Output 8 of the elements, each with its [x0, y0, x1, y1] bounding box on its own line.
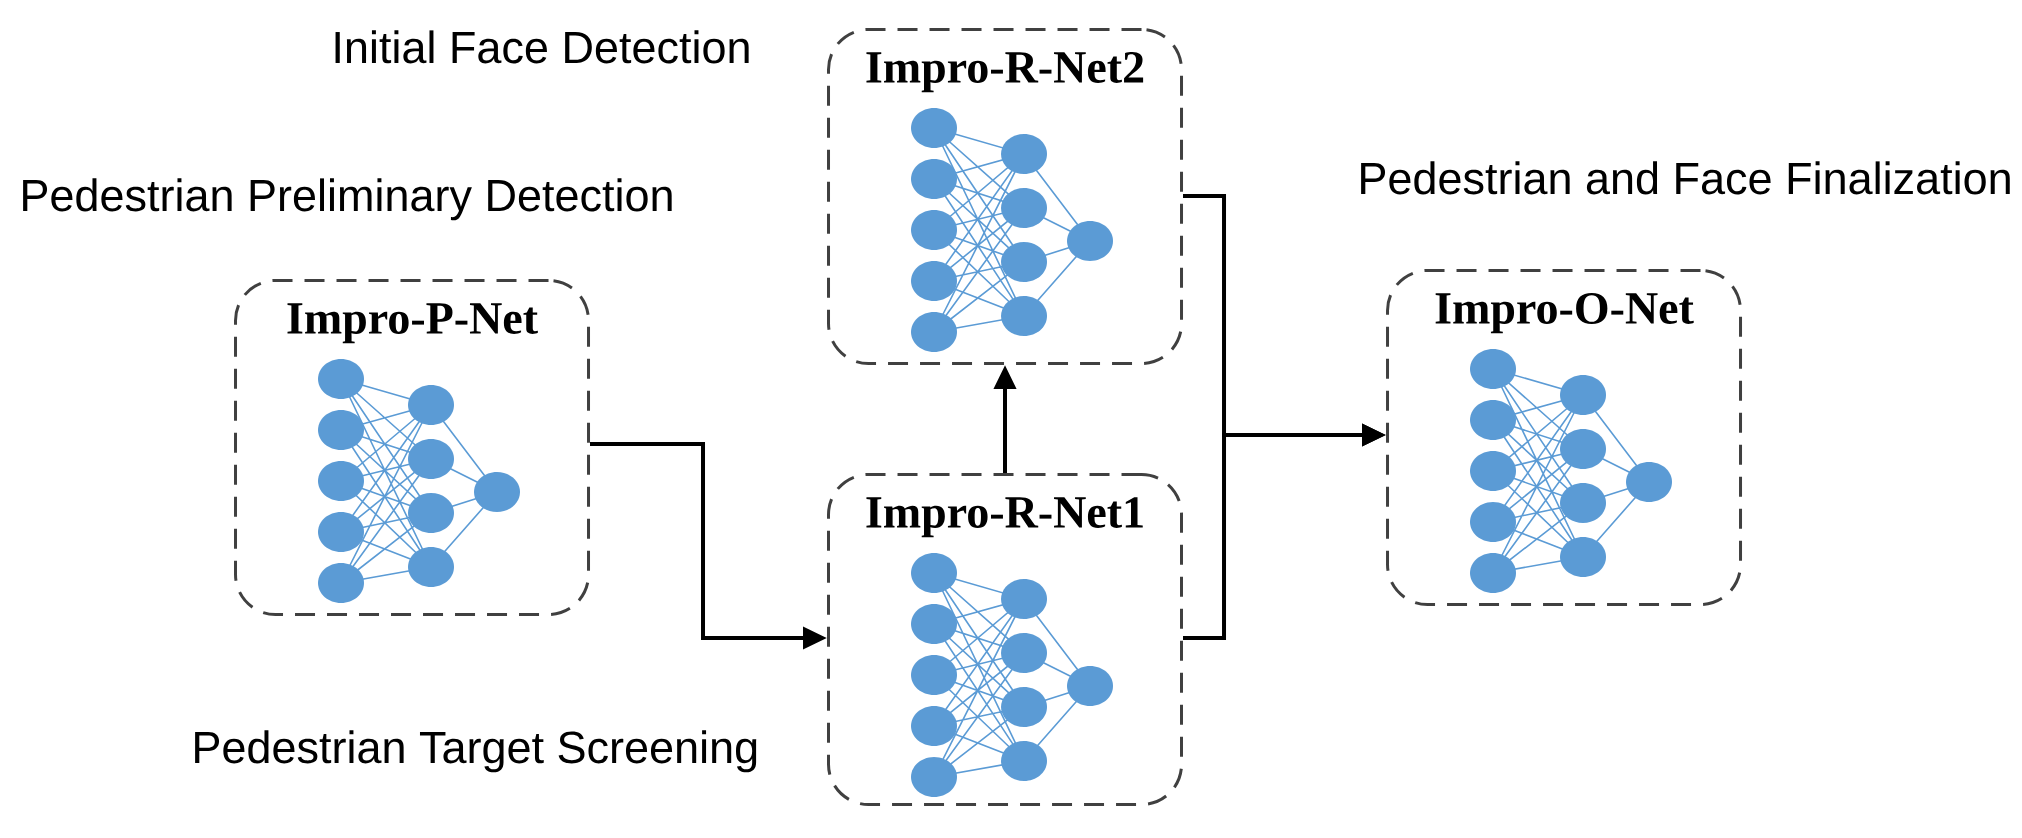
stage-label: Initial Face Detection: [335, 30, 749, 64]
stage-label: Pedestrian Preliminary Detection: [23, 178, 672, 221]
stage-label: Pedestrian and Face Finalization: [1361, 161, 2010, 195]
stage-label: Pedestrian Target Screening: [195, 730, 757, 773]
network-box: Impro-O-Net: [1386, 269, 1742, 606]
network-box: Impro-P-Net: [234, 279, 590, 616]
network-box: Impro-R-Net2: [827, 28, 1183, 365]
network-box: Impro-R-Net1: [827, 473, 1183, 806]
